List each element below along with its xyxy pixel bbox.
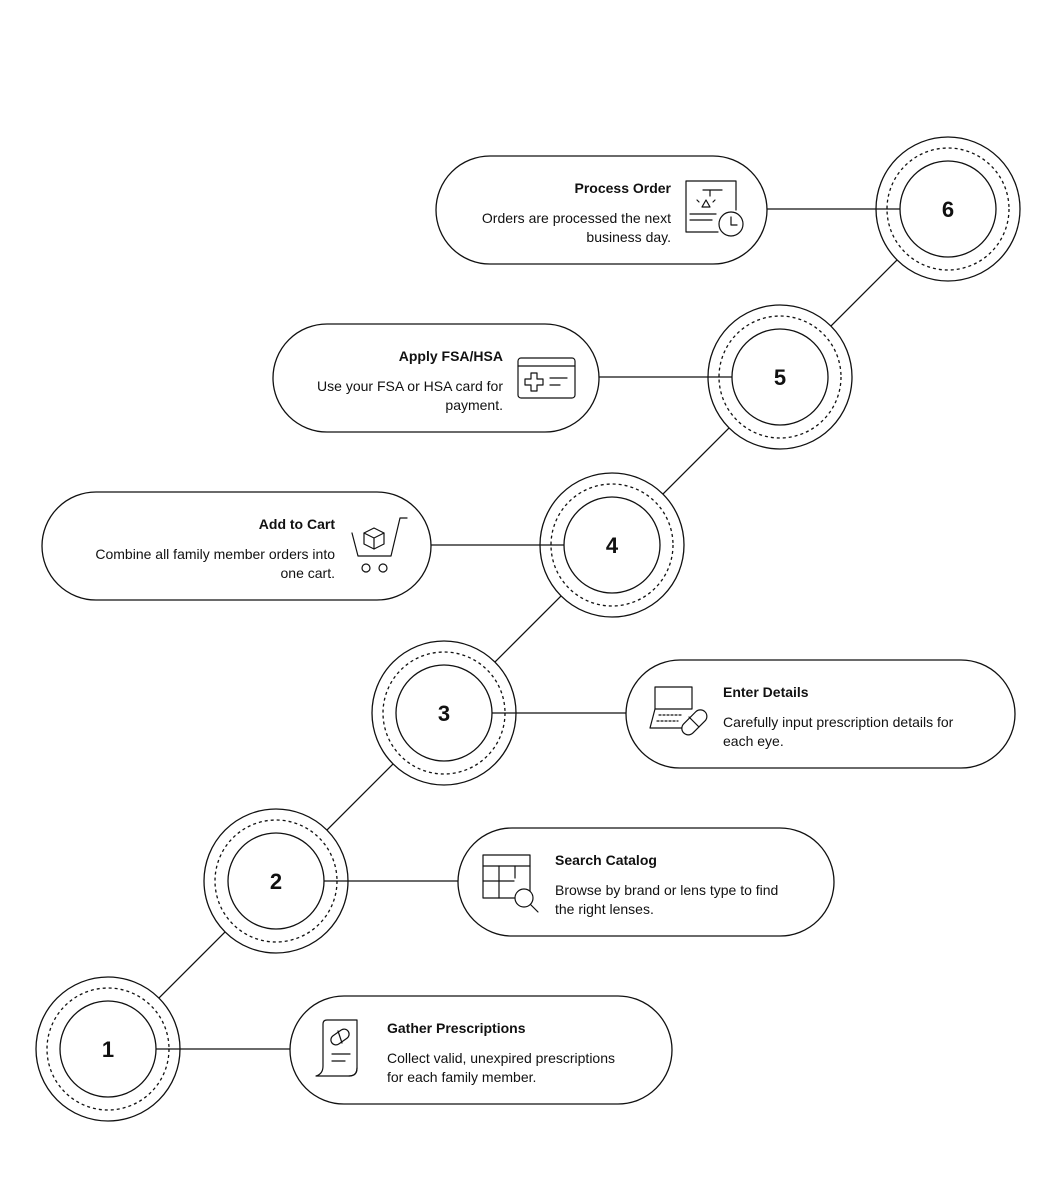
- step-3-desc-line-2: each eye.: [723, 733, 784, 749]
- step-card-1: Gather Prescriptions Collect valid, unex…: [289, 995, 673, 1105]
- step-card-6: Process Order Orders are processed the n…: [435, 155, 768, 265]
- order-clock-icon: [685, 180, 744, 237]
- step-5-title: Apply FSA/HSA: [399, 348, 503, 364]
- step-4-desc-line-1: Combine all family member orders into: [95, 546, 335, 562]
- step-5-desc-line-1: Use your FSA or HSA card for: [317, 378, 503, 394]
- step-6-desc-line-1: Orders are processed the next: [482, 210, 671, 226]
- step-2-desc-line-1: Browse by brand or lens type to find: [555, 882, 778, 898]
- step-6-dashed-ring: [886, 147, 1010, 271]
- step-3-number: 3: [438, 701, 450, 726]
- step-2-desc-line-2: the right lenses.: [555, 901, 654, 917]
- step-2-title: Search Catalog: [555, 852, 657, 868]
- health-card-icon: [517, 357, 576, 399]
- step-3-desc-line-1: Carefully input prescription details for: [723, 714, 954, 730]
- step-1-desc-line-2: for each family member.: [387, 1069, 536, 1085]
- step-6-title: Process Order: [575, 180, 672, 196]
- step-card-4: Add to Cart Combine all family member or…: [41, 491, 432, 601]
- step-6-number: 6: [942, 197, 954, 222]
- step-1-number: 1: [102, 1037, 114, 1062]
- step-card-2: Search Catalog Browse by brand or lens t…: [457, 827, 835, 937]
- step-4-title: Add to Cart: [259, 516, 336, 532]
- step-1-title: Gather Prescriptions: [387, 1020, 526, 1036]
- step-5-desc-line-2: payment.: [445, 397, 503, 413]
- link-5-to-6: [830, 259, 898, 327]
- step-5-dashed-ring: [718, 315, 842, 439]
- step-card-3: Enter Details Carefully input prescripti…: [625, 659, 1016, 769]
- prescription-scroll-icon: [315, 1019, 358, 1077]
- link-1-to-2: [158, 931, 226, 999]
- step-card-5: Apply FSA/HSA Use your FSA or HSA card f…: [272, 323, 600, 433]
- step-4-number: 4: [606, 533, 619, 558]
- link-2-to-3: [326, 763, 394, 831]
- step-4-desc-line-2: one cart.: [281, 565, 335, 581]
- step-1-desc-line-1: Collect valid, unexpired prescriptions: [387, 1050, 615, 1066]
- laptop-pill-icon: [649, 686, 708, 736]
- catalog-search-icon: [482, 854, 539, 913]
- shopping-cart-icon: [351, 517, 408, 573]
- link-4-to-5: [662, 427, 730, 495]
- step-4-dashed-ring: [550, 483, 674, 607]
- link-3-to-4: [494, 595, 562, 663]
- step-6-desc-line-2: business day.: [586, 229, 671, 245]
- step-3-title: Enter Details: [723, 684, 809, 700]
- step-2-number: 2: [270, 869, 282, 894]
- step-5-number: 5: [774, 365, 786, 390]
